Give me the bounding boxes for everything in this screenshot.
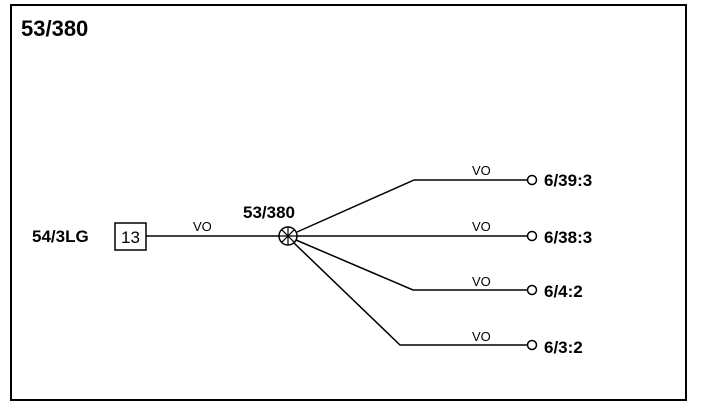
terminal-circle-2 [526,230,538,242]
branch-destination-2: 6/38:3 [544,228,592,247]
branch-wire-2 [297,230,538,242]
branch-wire-3 [295,239,538,296]
diagram-border [10,4,687,401]
branch-wire-color-2: VO [472,219,491,234]
source-connector-pin: 13 [121,228,140,247]
source-wire-color: VO [193,219,212,234]
branch-destination-3: 6/4:2 [544,282,583,301]
branch-destination-1: 6/39:3 [544,171,592,190]
source-connector-label: 54/3LG [32,227,89,246]
terminal-circle-3 [526,284,538,296]
branch-wire-1 [296,174,538,233]
diagram-title: 53/380 [21,16,88,41]
branch-wire-color-3: VO [472,274,491,289]
source-connector-pin-box [114,222,147,251]
splice-label: 53/380 [243,203,295,222]
terminal-circle-1 [526,174,538,186]
terminal-circle-4 [526,339,538,351]
splice-symbol [278,226,298,246]
branch-wire-4 [293,242,538,351]
branch-wire-color-1: VO [472,163,491,178]
branch-destination-4: 6/3:2 [544,338,583,357]
branch-wire-color-4: VO [472,329,491,344]
